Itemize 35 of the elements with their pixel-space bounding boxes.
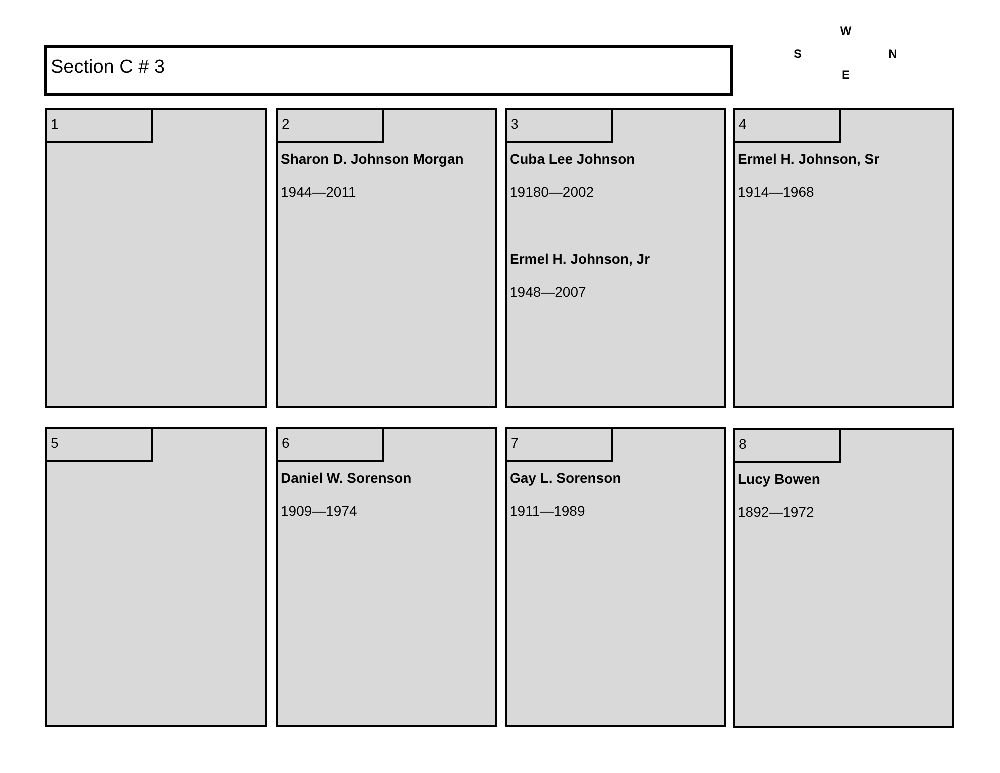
plot-number-tab: 3 (507, 110, 613, 143)
person-name: Lucy Bowen (738, 471, 820, 488)
plot-number-tab: 6 (278, 429, 384, 462)
person-name: Ermel H. Johnson, Jr (510, 251, 650, 268)
person-name: Sharon D. Johnson Morgan (281, 151, 464, 168)
life-dates: 1911—1989 (510, 503, 586, 520)
person-name: Gay L. Sorenson (510, 470, 622, 487)
compass-letter: N (888, 47, 898, 61)
person-name: Ermel H. Johnson, Sr (738, 151, 880, 168)
plot-number-tab: 1 (47, 110, 153, 143)
plot-box (733, 428, 954, 728)
plot-number-tab: 5 (47, 429, 153, 462)
plot-box (733, 108, 954, 408)
plot-box (45, 427, 267, 727)
plot-number-tab: 4 (735, 110, 841, 143)
life-dates: 1909—1974 (281, 503, 358, 520)
compass-letter: E (842, 68, 850, 82)
person-name: Daniel W. Sorenson (281, 470, 412, 487)
plot-box (276, 108, 497, 408)
plot-box (276, 427, 497, 727)
title-box: Section C # 3 (44, 45, 733, 96)
person-name: Cuba Lee Johnson (510, 151, 636, 168)
plot-box (505, 427, 726, 727)
plot-box (45, 108, 267, 408)
compass-letter: W (840, 24, 852, 38)
plot-box (505, 108, 726, 408)
life-dates: 19180—2002 (510, 184, 594, 201)
life-dates: 1914—1968 (738, 184, 814, 201)
plot-number-tab: 7 (507, 429, 613, 462)
life-dates: 1892—1972 (738, 504, 814, 521)
plot-number-tab: 2 (278, 110, 384, 143)
life-dates: 1948—2007 (510, 284, 586, 301)
plot-number-tab: 8 (735, 430, 841, 463)
compass-letter: S (794, 47, 802, 61)
life-dates: 1944—2011 (281, 184, 356, 201)
